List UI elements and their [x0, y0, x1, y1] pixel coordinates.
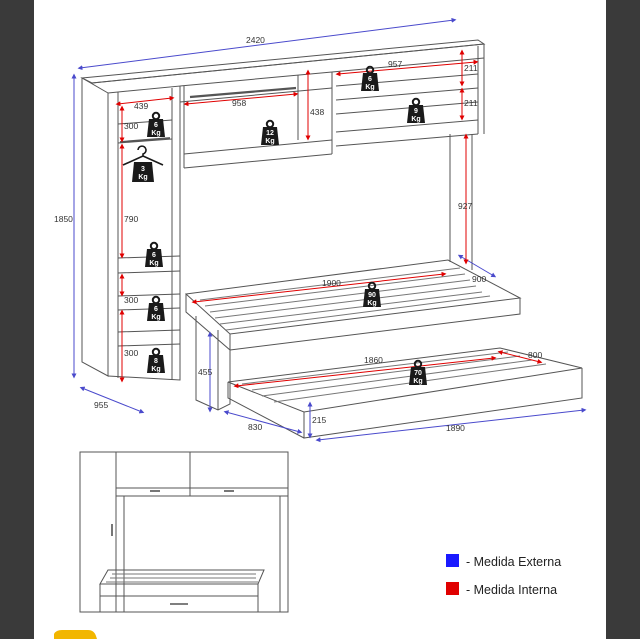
svg-text:Kg: Kg [149, 260, 158, 267]
svg-text:9: 9 [414, 108, 418, 115]
svg-text:Kg: Kg [411, 116, 420, 123]
svg-text:90: 90 [368, 292, 376, 299]
weight-icon-8kg-bottom-left: 8 Kg [146, 347, 166, 374]
dim-right-211-a: 211 [464, 63, 478, 73]
dim-depth: 955 [94, 400, 108, 410]
svg-text:6: 6 [368, 76, 372, 83]
diagram-sheet [34, 0, 606, 639]
dim-trundle-height: 215 [312, 415, 326, 425]
dim-total-height: 1850 [54, 214, 73, 224]
svg-text:Kg: Kg [413, 378, 422, 385]
weight-icon-3kg-hanger: 3 Kg [122, 145, 164, 182]
dim-center-height: 438 [310, 107, 324, 117]
svg-text:Kg: Kg [265, 138, 274, 145]
weight-icon-90kg-bed: 90 Kg [362, 281, 382, 308]
dim-shelf-300-a: 300 [124, 121, 138, 131]
corner-tab [54, 630, 97, 639]
legend: - Medida Externa - Medida Interna [446, 554, 561, 597]
svg-text:12: 12 [266, 130, 274, 137]
dim-shelf-790: 790 [124, 214, 138, 224]
dim-shelf-300-c: 300 [124, 348, 138, 358]
wardrobe-structure [80, 39, 486, 381]
dim-right-927: 927 [458, 201, 472, 211]
dim-center-width: 958 [232, 98, 246, 108]
svg-text:6: 6 [152, 252, 156, 259]
weight-icon-9kg-right: 9 Kg [406, 97, 426, 124]
bed-structure [184, 259, 583, 439]
front-view-drawing [79, 451, 289, 613]
weight-icon-6kg-top-left: 6 Kg [146, 111, 166, 138]
svg-text:70: 70 [414, 370, 422, 377]
svg-text:6: 6 [154, 306, 158, 313]
dim-bed-height: 455 [198, 367, 212, 377]
dim-shelf-300-b: 300 [124, 295, 138, 305]
dim-bed-depth: 900 [472, 274, 486, 284]
legend-external-label: - Medida Externa [466, 555, 561, 569]
weight-icon-6kg-mid-left: 6 Kg [144, 241, 164, 268]
weight-icon-12kg-center: 12 Kg [260, 119, 280, 146]
weight-icon-6kg-low-left: 6 Kg [146, 295, 166, 322]
svg-text:Kg: Kg [151, 130, 160, 137]
svg-text:6: 6 [154, 122, 158, 129]
legend-internal-label: - Medida Interna [466, 583, 557, 597]
dim-right-width: 957 [388, 59, 402, 69]
external-dimension-lines [71, 17, 587, 443]
svg-text:Kg: Kg [151, 366, 160, 373]
legend-external-swatch [446, 554, 459, 567]
weight-icon-6kg-top-right: 6 Kg [360, 65, 380, 92]
svg-text:Kg: Kg [138, 174, 147, 181]
legend-internal-swatch [446, 582, 459, 595]
dim-base-width: 1890 [446, 423, 465, 433]
svg-text:8: 8 [154, 358, 158, 365]
dim-trundle-depth: 800 [528, 350, 542, 360]
dim-trundle-width: 1860 [364, 355, 383, 365]
svg-text:Kg: Kg [367, 300, 376, 307]
dimension-labels: 2420 1850 955 439 300 790 300 300 958 43… [54, 35, 542, 433]
internal-dimension-lines [115, 49, 543, 389]
dim-left-col-width: 439 [134, 101, 148, 111]
dim-right-211-b: 211 [464, 98, 478, 108]
weight-icon-70kg-trundle: 70 Kg [408, 359, 428, 386]
dim-bed-width: 1900 [322, 278, 341, 288]
svg-text:Kg: Kg [365, 84, 374, 91]
svg-text:3: 3 [141, 166, 145, 173]
dim-base-depth: 830 [248, 422, 262, 432]
dim-total-width: 2420 [246, 35, 265, 45]
svg-text:Kg: Kg [151, 314, 160, 321]
